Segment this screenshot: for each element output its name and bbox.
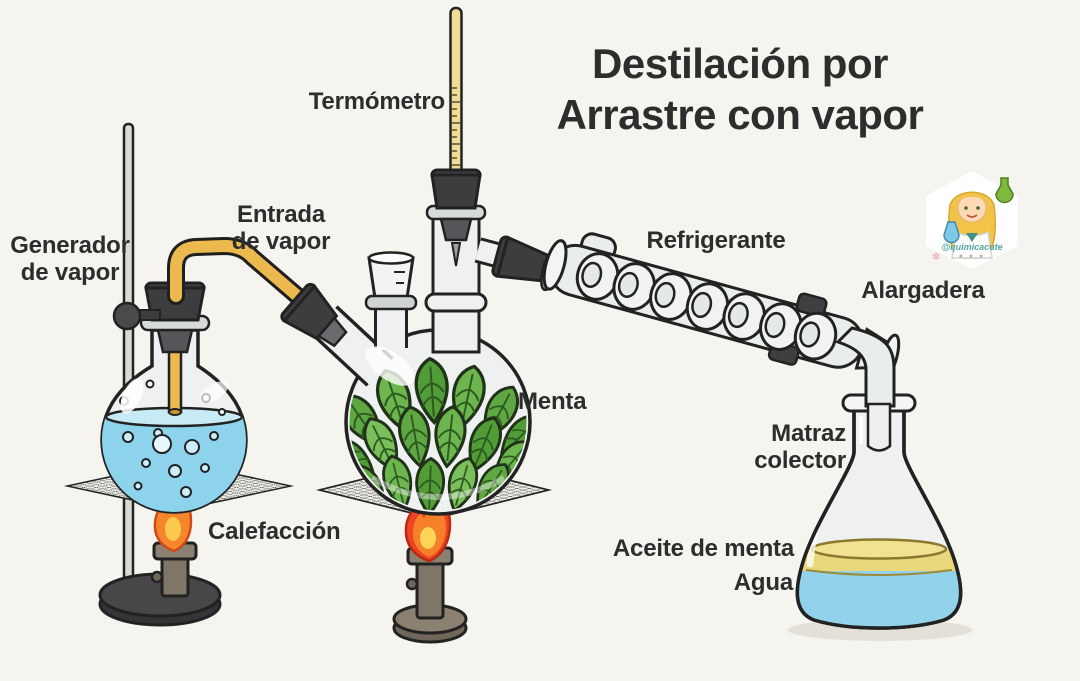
distillation-flask: [280, 6, 560, 516]
label-calefaccion: Calefacción: [208, 518, 341, 545]
page-title: Destilación por Arrastre con vapor: [495, 38, 985, 140]
burner-middle: [392, 480, 468, 644]
adapter-outlet-tube: [866, 402, 892, 452]
label-refrigerante: Refrigerante: [646, 227, 786, 254]
label-agua: Agua: [733, 569, 793, 596]
scientist-avatar-icon: ✽: [932, 177, 1014, 263]
thermometer: [449, 6, 463, 180]
title-line1: Destilación por: [592, 40, 888, 87]
thermometer-ticks: [452, 87, 460, 173]
watermark-dots: ● ● ●: [958, 253, 986, 260]
label-generador-de-vapor: Generador de vapor: [10, 232, 130, 286]
inlet-stopper: [280, 282, 348, 348]
watermark-handle: @quimicacute: [941, 242, 1003, 252]
thermometer-tip: [450, 242, 462, 267]
thermometer-stopper: [430, 168, 482, 210]
title-line2: Arrastre con vapor: [556, 91, 924, 139]
steam-inlet-tube: [167, 237, 311, 309]
generator-inner-cone: [156, 328, 194, 354]
label-entrada-de-vapor: Entrada de vapor: [231, 201, 331, 255]
collector-water: [797, 570, 961, 628]
label-matraz-colector: Matraz colector: [754, 420, 846, 474]
label-termometro: Termómetro: [308, 88, 445, 115]
label-alargadera: Alargadera: [861, 277, 985, 304]
svg-text:✽: ✽: [932, 252, 940, 263]
label-menta: Menta: [518, 388, 587, 415]
label-aceite-de-menta: Aceite de menta: [612, 535, 794, 562]
stand-rod: [122, 122, 135, 600]
stand-clamp: [112, 301, 161, 331]
watermark-badge: ✽ @quimicacute ● ● ●: [922, 170, 1022, 282]
steam-generator-flask: [100, 281, 248, 514]
condenser-coil: [575, 252, 838, 361]
